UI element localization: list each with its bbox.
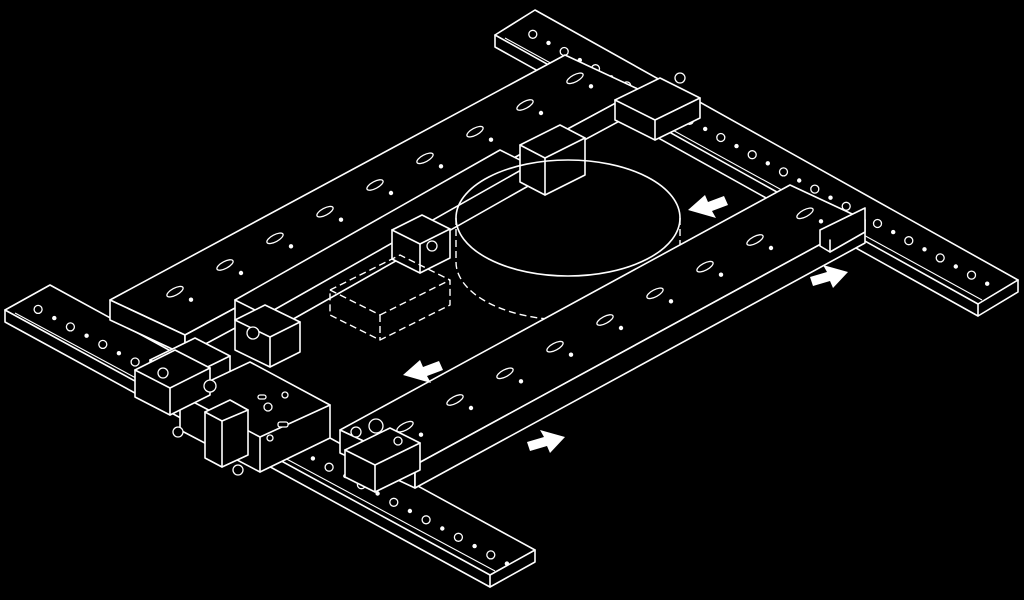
rail-hole [922,247,927,252]
rail-hole [935,253,945,263]
rail-hole [472,543,477,549]
rail-hole [985,281,990,286]
rail-hole [407,508,413,514]
beam-slot [416,152,434,165]
rail-hole [98,339,108,350]
rail-hole [52,315,57,321]
beam-hole [488,137,494,142]
beam-hole [718,272,724,277]
rail-hole [310,456,316,461]
beam-slot [746,234,764,246]
beam-slot [166,285,184,298]
arrow-up-left-1 [688,195,728,218]
beam-slot [546,340,564,353]
beam-hole [238,270,244,276]
beam-hole [388,190,394,196]
clamp-carriage [134,349,331,476]
rail-hole [324,462,334,472]
rail-hole [797,178,802,183]
rail-hole [904,236,914,246]
motion-arrows [403,195,848,453]
arrow-up-left-2 [403,360,443,383]
beam-slot [446,394,464,406]
rail-hole [116,351,122,356]
beam-hole [768,245,774,251]
rail-hole [84,333,89,338]
beam-hole [618,325,624,331]
beam-hole [288,244,294,249]
rail-hole [33,304,43,315]
internal-mechanism [234,124,586,368]
rail-hole [872,218,883,229]
rail-hole [486,550,496,560]
beam-hole [468,405,474,411]
front-beam [339,184,866,493]
rail-hole [559,46,569,57]
rail-hole [747,150,757,160]
beam-slot [566,72,584,85]
rail-hole [891,229,896,235]
rail-hole [528,29,538,39]
rail-hole [65,322,76,332]
rail-hole [765,161,770,166]
rail-hole [389,497,399,507]
beam-slot [596,314,614,326]
rail-hole [734,143,739,149]
beam-hole [568,352,574,357]
rail-hole [375,491,380,496]
rail-hole [130,357,140,367]
rail-hole [716,132,726,143]
beam-slot [646,287,664,300]
rail-hole [966,270,977,280]
arrow-down-right-1 [810,265,848,288]
beam-slot [266,232,284,245]
rail-hole [421,515,431,525]
beam-hole [518,379,524,384]
rail-hole [841,201,851,211]
beam-hole [188,297,194,302]
beam-hole [538,110,544,116]
beam-slot [466,125,484,138]
rail-hole [453,532,464,542]
beam-hole [438,164,444,169]
beam-slot [216,259,234,271]
arrow-down-right-2 [527,430,565,453]
beam-slot [496,367,514,380]
beam-hole [338,217,344,222]
beam-hole [818,219,824,224]
beam-slot [366,179,384,191]
rail-hole [810,184,820,194]
rail-hole [828,195,833,200]
rail-hole [953,264,958,269]
beam-slot [696,260,714,273]
beam-slot [316,205,334,218]
beam-hole [418,432,424,437]
rail-hole [778,167,789,177]
beam-slot [796,207,814,220]
beam-hole [588,84,594,89]
rail-hole [546,40,551,46]
beam-hole [668,299,674,304]
rail-hole [504,561,510,566]
rail-hole [703,126,708,132]
beam-slot [516,99,534,111]
rail-hole [440,526,445,531]
